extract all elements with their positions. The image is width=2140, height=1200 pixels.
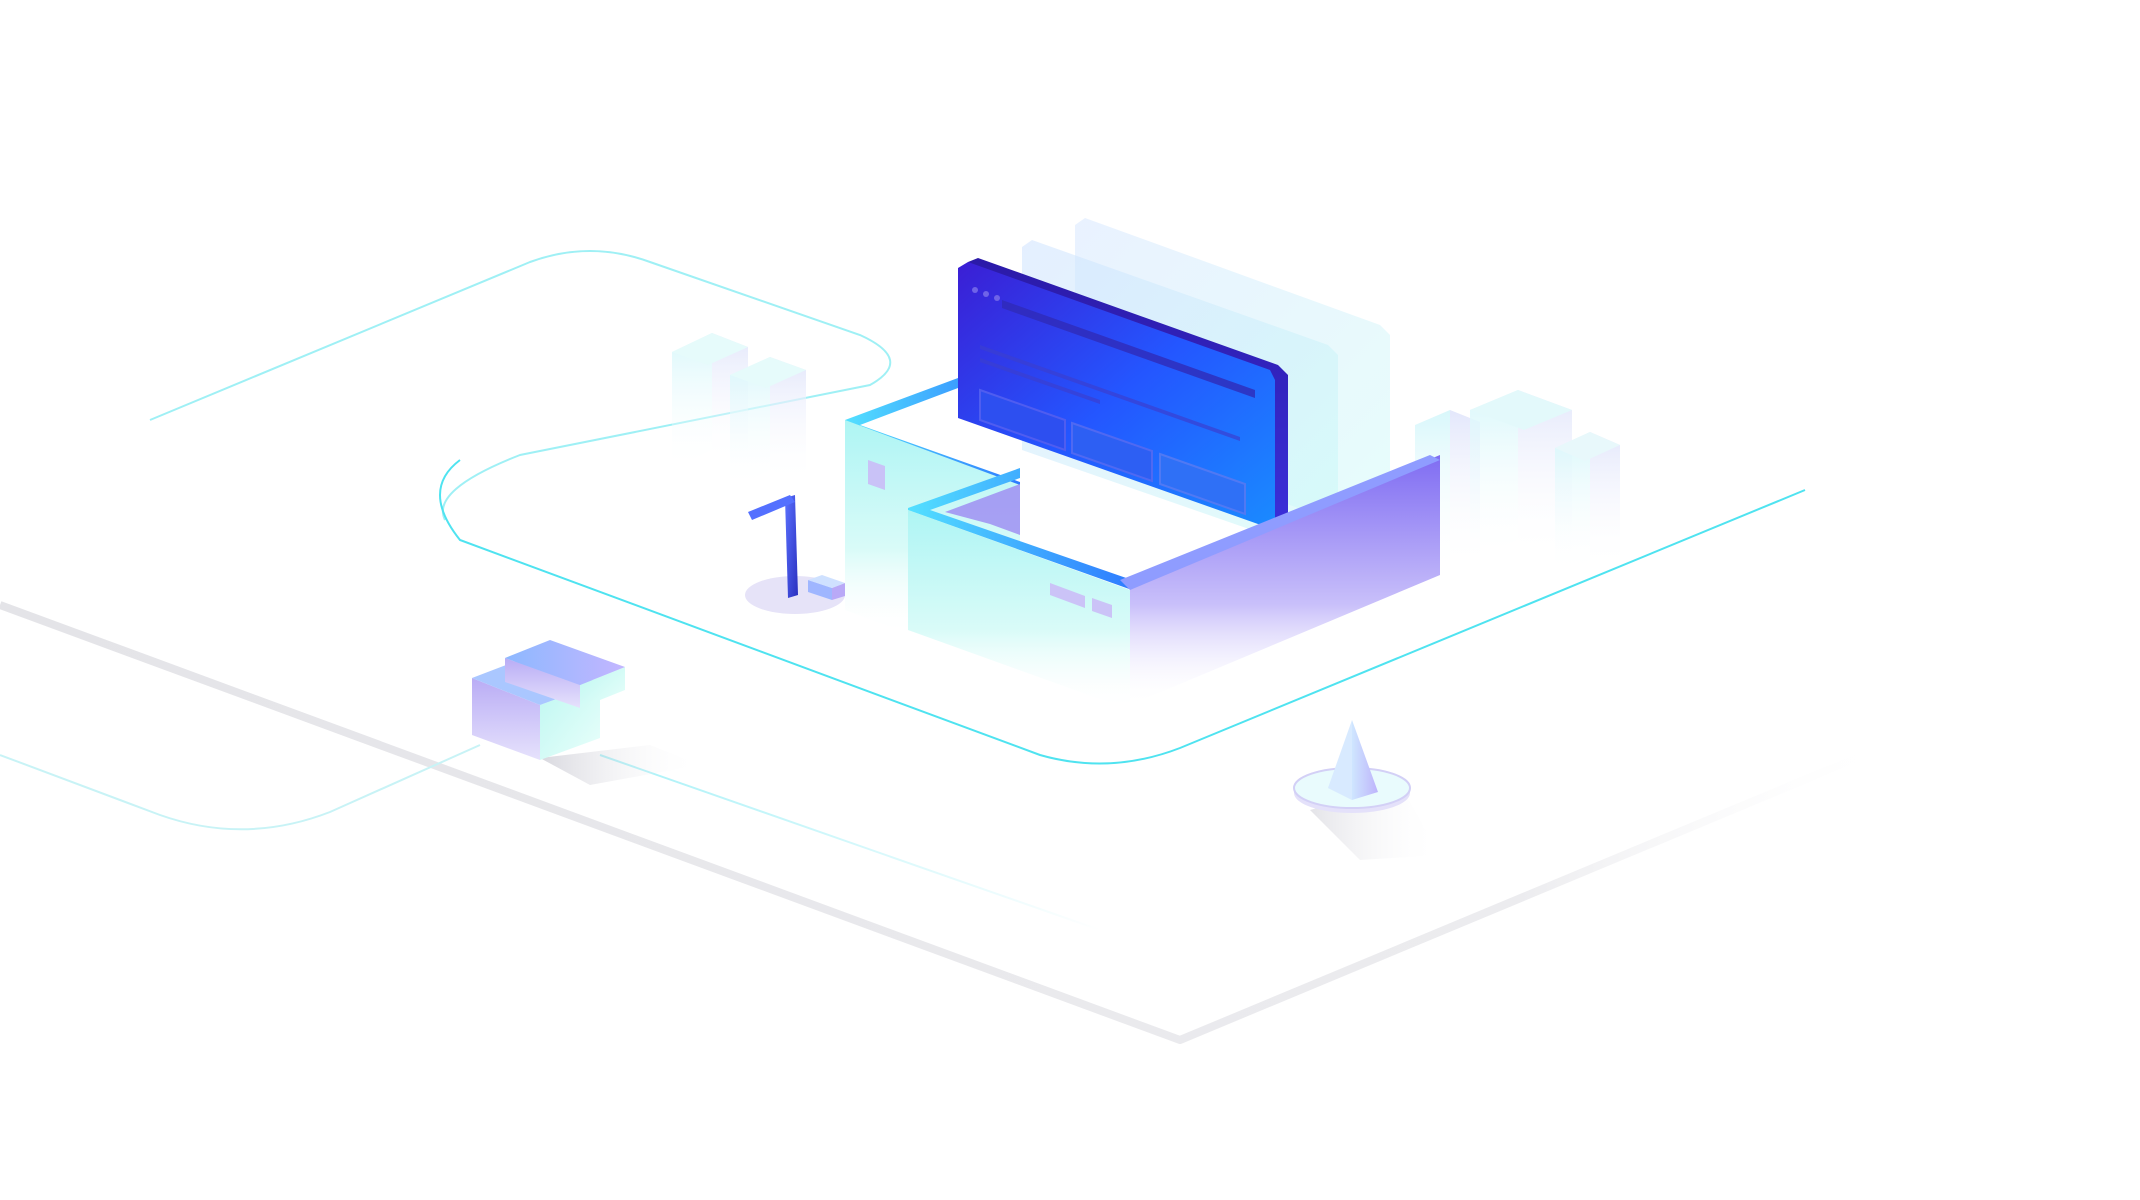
window-dot-icon [972,287,978,293]
stacked-boxes-icon [472,640,700,785]
back-track-outline [149,250,892,521]
wall-window-slot [1092,598,1112,618]
isometric-building-icon [845,378,1440,710]
browser-window-panel-icon [958,258,1288,530]
bar-towers-left-icon [672,333,806,490]
window-dot-icon [994,295,1000,301]
cone-marker-icon [1293,720,1440,860]
lower-track-outline [0,744,1101,931]
wall-window-slot [868,460,885,490]
main-track-outline [439,459,1806,765]
window-dot-icon [983,291,989,297]
wall-window-slot [1050,583,1085,608]
ground-platform-outline [0,601,1902,1044]
flag-marker-icon [745,495,845,614]
bar-towers-right-icon [1415,390,1620,575]
